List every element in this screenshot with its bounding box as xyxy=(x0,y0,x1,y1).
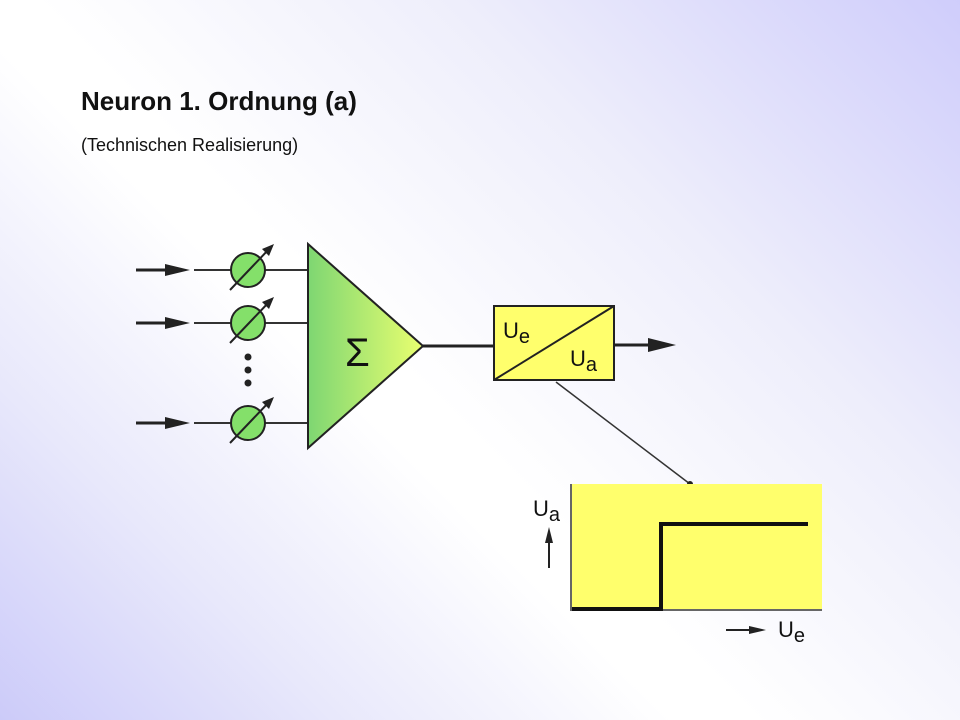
output-arrow xyxy=(614,338,676,352)
step-plot-x-label: Ue xyxy=(778,617,805,647)
input-arrow-2 xyxy=(136,317,190,329)
ellipsis-dots xyxy=(244,353,252,387)
input-arrow-3 xyxy=(136,417,190,429)
x-direction-arrow xyxy=(726,626,766,634)
block-output-label: Ua xyxy=(570,346,598,376)
transfer-block xyxy=(493,305,615,381)
weight-2 xyxy=(229,297,274,344)
weight-3 xyxy=(229,397,274,444)
weight-1 xyxy=(229,244,274,291)
step-plot-area xyxy=(570,484,822,610)
page-subtitle: (Technischen Realisierung) xyxy=(81,135,299,155)
summation-block xyxy=(307,241,425,451)
input-wires xyxy=(194,269,308,424)
y-direction-arrow xyxy=(545,527,553,568)
block-input-label: Ue xyxy=(503,318,530,348)
input-arrow-1 xyxy=(136,264,190,276)
step-plot-y-label: Ua xyxy=(533,496,561,526)
page-title: Neuron 1. Ordnung (a) xyxy=(81,86,357,116)
connector-line xyxy=(555,381,691,485)
summation-symbol: Σ xyxy=(345,331,370,375)
step-function-curve xyxy=(572,522,808,611)
